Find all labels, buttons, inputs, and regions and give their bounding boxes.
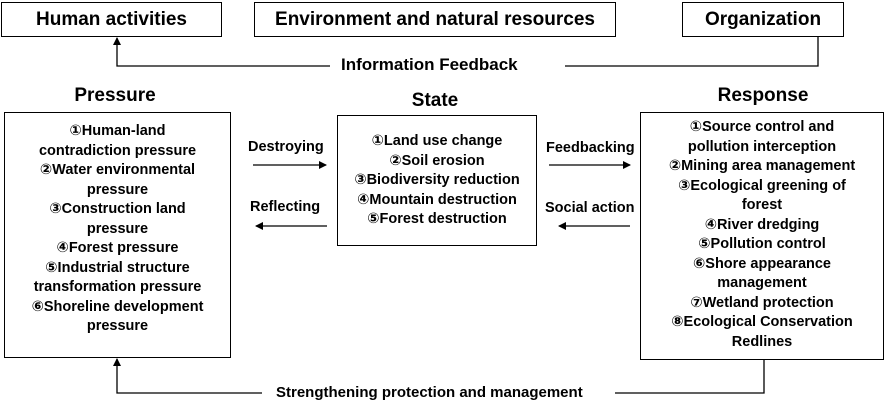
pressure-list-line: ⑤Industrial structure — [45, 259, 190, 276]
response-list-line: ①Source control and — [689, 119, 835, 135]
response-list-line: ④River dredging — [704, 216, 820, 233]
state-list-line: ⑤Forest destruction — [367, 211, 507, 227]
response-list-line: ③Ecological greening of — [678, 177, 846, 194]
state-list: ①Land use change ②Soil erosion ③Biodiversi… — [337, 132, 537, 230]
organization-label: Organization — [704, 8, 822, 30]
feedback-line-right — [565, 37, 819, 67]
feedback-line-left — [113, 37, 330, 67]
pressure-list-line: ③Construction land — [49, 201, 186, 217]
organization-box: Organization — [682, 2, 844, 37]
pressure-box — [4, 112, 231, 358]
response-box — [640, 112, 884, 360]
state-box — [337, 115, 537, 246]
response-list: ①Source control and pollution interceptio… — [640, 118, 884, 352]
pressure-list-line: ⑥Shoreline development — [31, 298, 204, 315]
response-list-line: ⑧Ecological Conservation — [671, 314, 853, 330]
reflecting-label: Reflecting — [250, 199, 321, 215]
pressure-list: ①Human-land contradiction pressure ②Water … — [4, 122, 231, 337]
environment-box: Environment and natural resources — [254, 2, 616, 37]
response-list-line: ⑦Wetland protection — [690, 294, 834, 311]
pressure-list-line: pressure — [86, 181, 149, 198]
response-list-line: pollution interception — [687, 138, 837, 155]
response-list-line: ⑥Shore appearance — [693, 255, 831, 272]
pressure-list-line: transformation pressure — [33, 279, 202, 295]
destroying-label: Destroying — [248, 139, 324, 155]
response-list-line: management — [717, 275, 807, 291]
state-list-line: ④Mountain destruction — [357, 191, 517, 208]
feedbacking-label: Feedbacking — [546, 140, 635, 156]
state-list-line: ②Soil erosion — [389, 152, 485, 169]
information-feedback-label: Information Feedback — [333, 55, 526, 75]
human-activities-label: Human activities — [36, 8, 187, 30]
state-list-line: ③Biodiversity reduction — [354, 172, 520, 188]
state-list-line: ①Land use change — [371, 133, 503, 149]
response-list-line: Redlines — [731, 333, 793, 350]
social-action-label: Social action — [545, 200, 635, 216]
bottom-line-right — [615, 360, 765, 394]
pressure-list-line: ①Human-land — [69, 123, 166, 139]
pressure-list-line: contradiction pressure — [38, 142, 197, 159]
state-heading: State — [411, 90, 459, 111]
strengthening-label: Strengthening protection and management — [276, 384, 583, 401]
pressure-list-line: pressure — [86, 318, 149, 334]
response-list-line: ⑤Pollution control — [698, 236, 826, 252]
pressure-list-line: ②Water environmental — [39, 162, 196, 178]
response-list-line: ②Mining area management — [668, 158, 856, 174]
response-list-line: forest — [741, 197, 783, 213]
response-heading: Response — [717, 85, 809, 106]
pressure-list-line: ④Forest pressure — [56, 240, 179, 256]
pressure-heading: Pressure — [74, 85, 156, 106]
bottom-line-left — [113, 358, 262, 394]
human-activities-box: Human activities — [1, 2, 222, 37]
pressure-list-line: pressure — [86, 220, 149, 237]
environment-label: Environment and natural resources — [275, 8, 595, 30]
